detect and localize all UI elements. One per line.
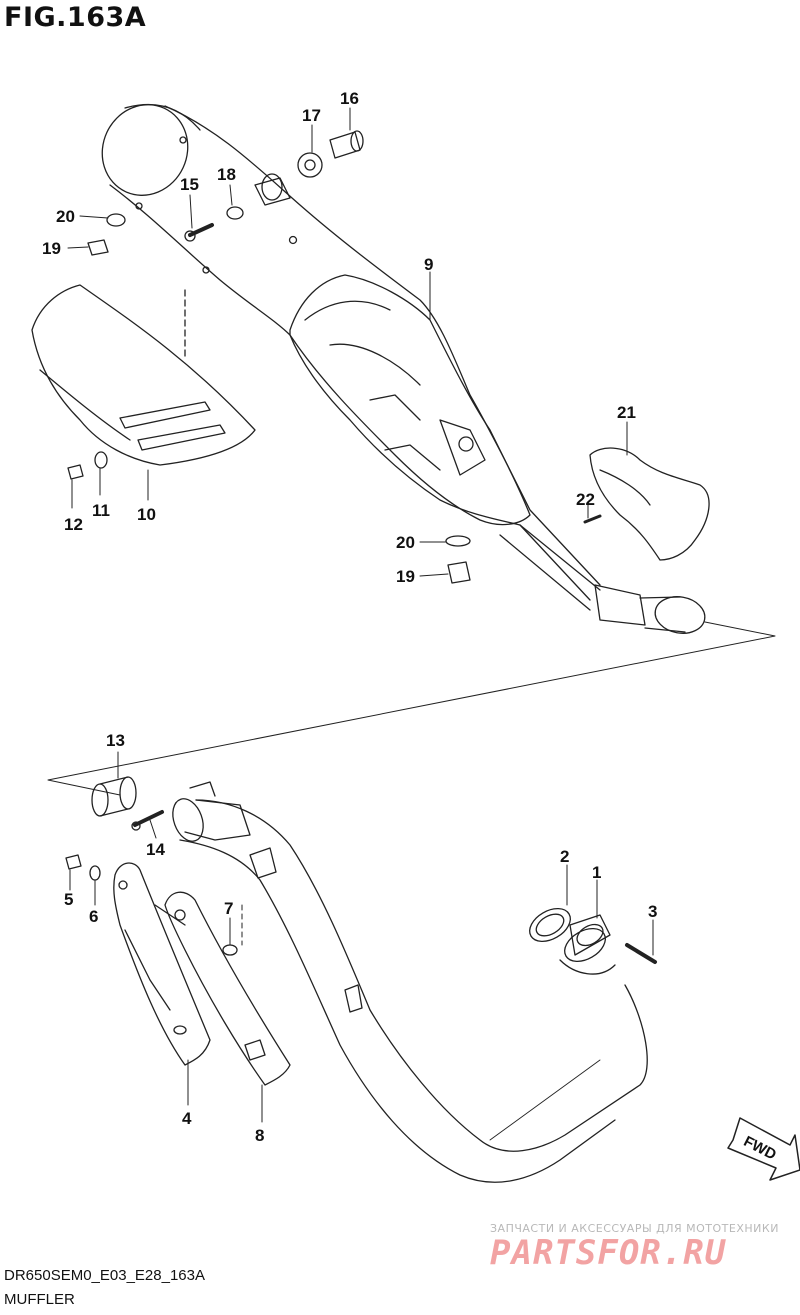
callout-1: 1 xyxy=(592,863,601,882)
callout-8: 8 xyxy=(255,1126,264,1145)
gasket-13 xyxy=(91,776,137,817)
heat-shield-8 xyxy=(154,891,291,1086)
callout-19-upper: 19 xyxy=(42,239,61,258)
lower-fasteners xyxy=(65,810,238,956)
assembly-divider xyxy=(47,621,776,796)
callout-2: 2 xyxy=(560,847,569,866)
upper-fasteners xyxy=(67,130,602,584)
figure-title: FIG.163A xyxy=(4,2,147,33)
callout-7: 7 xyxy=(224,899,233,918)
muffler-body xyxy=(101,103,706,634)
callout-20-upper: 20 xyxy=(56,207,75,226)
watermark-logo: PARTSFOR.RU xyxy=(490,1233,727,1273)
callout-4: 4 xyxy=(182,1109,192,1128)
callout-22: 22 xyxy=(576,490,595,509)
callout-11: 11 xyxy=(92,501,110,520)
heat-shield-4 xyxy=(113,862,211,1066)
callout-19-lower: 19 xyxy=(396,567,415,586)
diagram-name: MUFFLER xyxy=(4,1291,75,1308)
callout-20-lower: 20 xyxy=(396,533,415,552)
callout-6: 6 xyxy=(89,907,98,926)
callout-10: 10 xyxy=(137,505,156,524)
callout-14: 14 xyxy=(146,840,165,859)
leader-lines-lower xyxy=(69,751,654,1123)
heat-shield-upper xyxy=(31,284,256,466)
callout-16: 16 xyxy=(340,89,359,108)
exhaust-flange-1 xyxy=(569,914,611,956)
callout-15: 15 xyxy=(180,175,199,194)
diagram-code: DR650SEM0_E03_E28_163A xyxy=(4,1267,205,1284)
watermark-tagline: ЗАПЧАСТИ И АКСЕССУАРЫ ДЛЯ МОТОТЕХНИКИ xyxy=(490,1222,779,1235)
callout-21: 21 xyxy=(617,403,636,422)
leader-lines-upper xyxy=(67,107,628,577)
callout-5: 5 xyxy=(64,890,73,909)
callout-numbers: 1 2 3 4 5 6 7 8 9 10 11 12 13 14 15 16 1… xyxy=(42,89,657,1145)
heat-guard-21 xyxy=(589,447,710,561)
stud-bolt-3 xyxy=(625,943,657,964)
callout-13: 13 xyxy=(106,731,125,750)
exhaust-pipe xyxy=(172,781,648,1183)
callout-18: 18 xyxy=(217,165,236,184)
callout-3: 3 xyxy=(648,902,657,921)
callout-17: 17 xyxy=(302,106,321,125)
forward-direction-arrow: FWD xyxy=(727,1117,800,1181)
callout-9: 9 xyxy=(424,255,433,274)
exhaust-clamp-2 xyxy=(529,907,571,943)
callout-12: 12 xyxy=(64,515,83,534)
